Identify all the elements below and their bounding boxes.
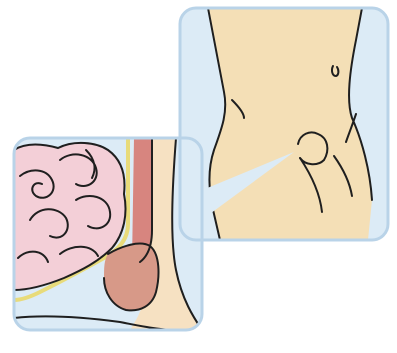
- torso-skin: [208, 8, 372, 240]
- magnified-panel: [14, 138, 202, 330]
- torso-figure: [208, 8, 372, 240]
